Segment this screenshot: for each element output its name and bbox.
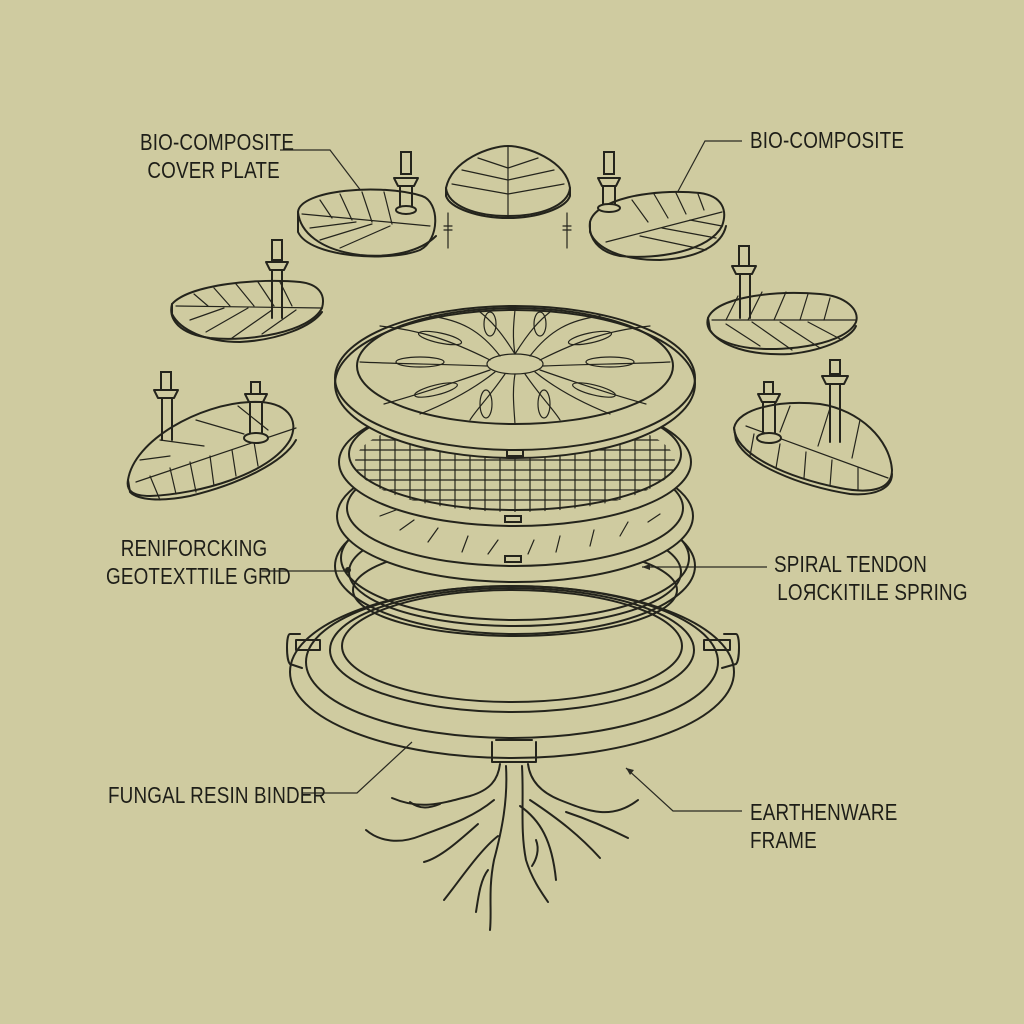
leaf-plate-low-left	[126, 371, 297, 501]
leader-lines	[262, 140, 767, 812]
label-bio-composite-line1: BIO-COMPOSITE	[750, 127, 905, 153]
label-spiral-tendon: SPIRAL TENDON LOЯCKITILE SPRING	[774, 550, 968, 606]
leaf-plate-top-left	[297, 151, 437, 258]
leaf-plate-top-right	[588, 151, 727, 261]
leaf-plate-mid-right	[706, 245, 858, 356]
label-fungal-line1: FUNGAL RESIN BINDER	[108, 782, 327, 808]
leaf-plate-low-right	[732, 359, 894, 496]
label-earthenware-line1: EARTHENWARE	[750, 799, 898, 825]
label-earthenware-line2: FRAME	[750, 827, 817, 853]
label-cover-plate: BIO-COMPOSITE COVER PLATE	[140, 128, 294, 184]
label-spiral-line2: LOЯCKITILE SPRING	[777, 579, 968, 605]
label-geotextile-line1: RENIFORCKING	[120, 535, 268, 561]
label-bio-composite: BIO-COMPOSITE	[750, 126, 904, 154]
fungal-roots	[365, 763, 639, 931]
cover-disc	[334, 305, 696, 459]
earthenware-frame	[286, 585, 740, 763]
label-cover-plate-line2: COVER PLATE	[147, 157, 280, 183]
label-spiral-line1: SPIRAL TENDON	[774, 551, 928, 577]
leaf-plate-top-center	[443, 144, 572, 249]
label-geotextile-grid: RENIFORCKING GEOTEXTTILE GRID	[106, 534, 291, 590]
label-fungal-resin: FUNGAL RESIN BINDER	[108, 781, 326, 809]
leaf-plate-mid-left	[170, 239, 324, 343]
label-cover-plate-line1: BIO-COMPOSITE	[140, 129, 295, 155]
label-geotextile-line2: GEOTEXTTILE GRID	[106, 563, 291, 589]
label-earthenware-frame: EARTHENWARE FRAME	[750, 798, 897, 854]
